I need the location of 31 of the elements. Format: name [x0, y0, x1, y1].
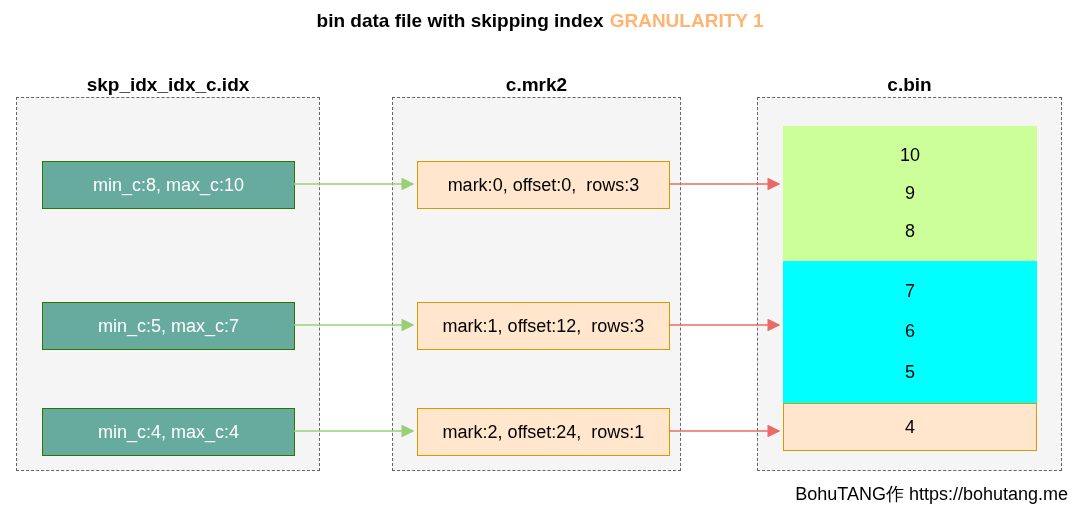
value-text: 7 — [905, 280, 915, 302]
arrow — [668, 318, 781, 332]
arrow — [668, 424, 781, 438]
diagram-title: bin data file with skipping index — [316, 10, 604, 31]
mark-box — [417, 408, 670, 456]
granularity-label: GRANULARITY 1 — [609, 10, 764, 31]
arrow — [293, 318, 415, 332]
value-text: 6 — [905, 321, 915, 343]
author-credit: BohuTANG作 https://bohutang.me — [795, 483, 1068, 506]
granule-block — [783, 261, 1037, 403]
value-text: 8 — [905, 221, 915, 243]
index-box — [42, 161, 295, 209]
value-text: 4 — [905, 416, 915, 438]
mark-text: mark:2, offset:24, rows:1 — [442, 421, 645, 443]
min-max-text: min_c:5, max_c:7 — [97, 315, 240, 337]
mark-text: mark:0, offset:0, rows:3 — [447, 174, 640, 196]
index-box — [42, 302, 295, 350]
granule-block — [783, 126, 1037, 261]
min-max-text: min_c:8, max_c:10 — [92, 174, 245, 196]
arrow — [668, 177, 781, 191]
arrow — [293, 424, 415, 438]
min-max-text: min_c:4, max_c:4 — [97, 421, 240, 443]
mark-box — [417, 161, 670, 209]
granule-block — [783, 403, 1037, 451]
arrow — [293, 177, 415, 191]
value-text: 9 — [905, 183, 915, 204]
mark-box — [417, 302, 670, 350]
value-text: 10 — [900, 144, 920, 166]
index-box — [42, 408, 295, 456]
value-text: 5 — [905, 362, 915, 384]
mark-text: mark:1, offset:12, rows:3 — [442, 315, 645, 337]
